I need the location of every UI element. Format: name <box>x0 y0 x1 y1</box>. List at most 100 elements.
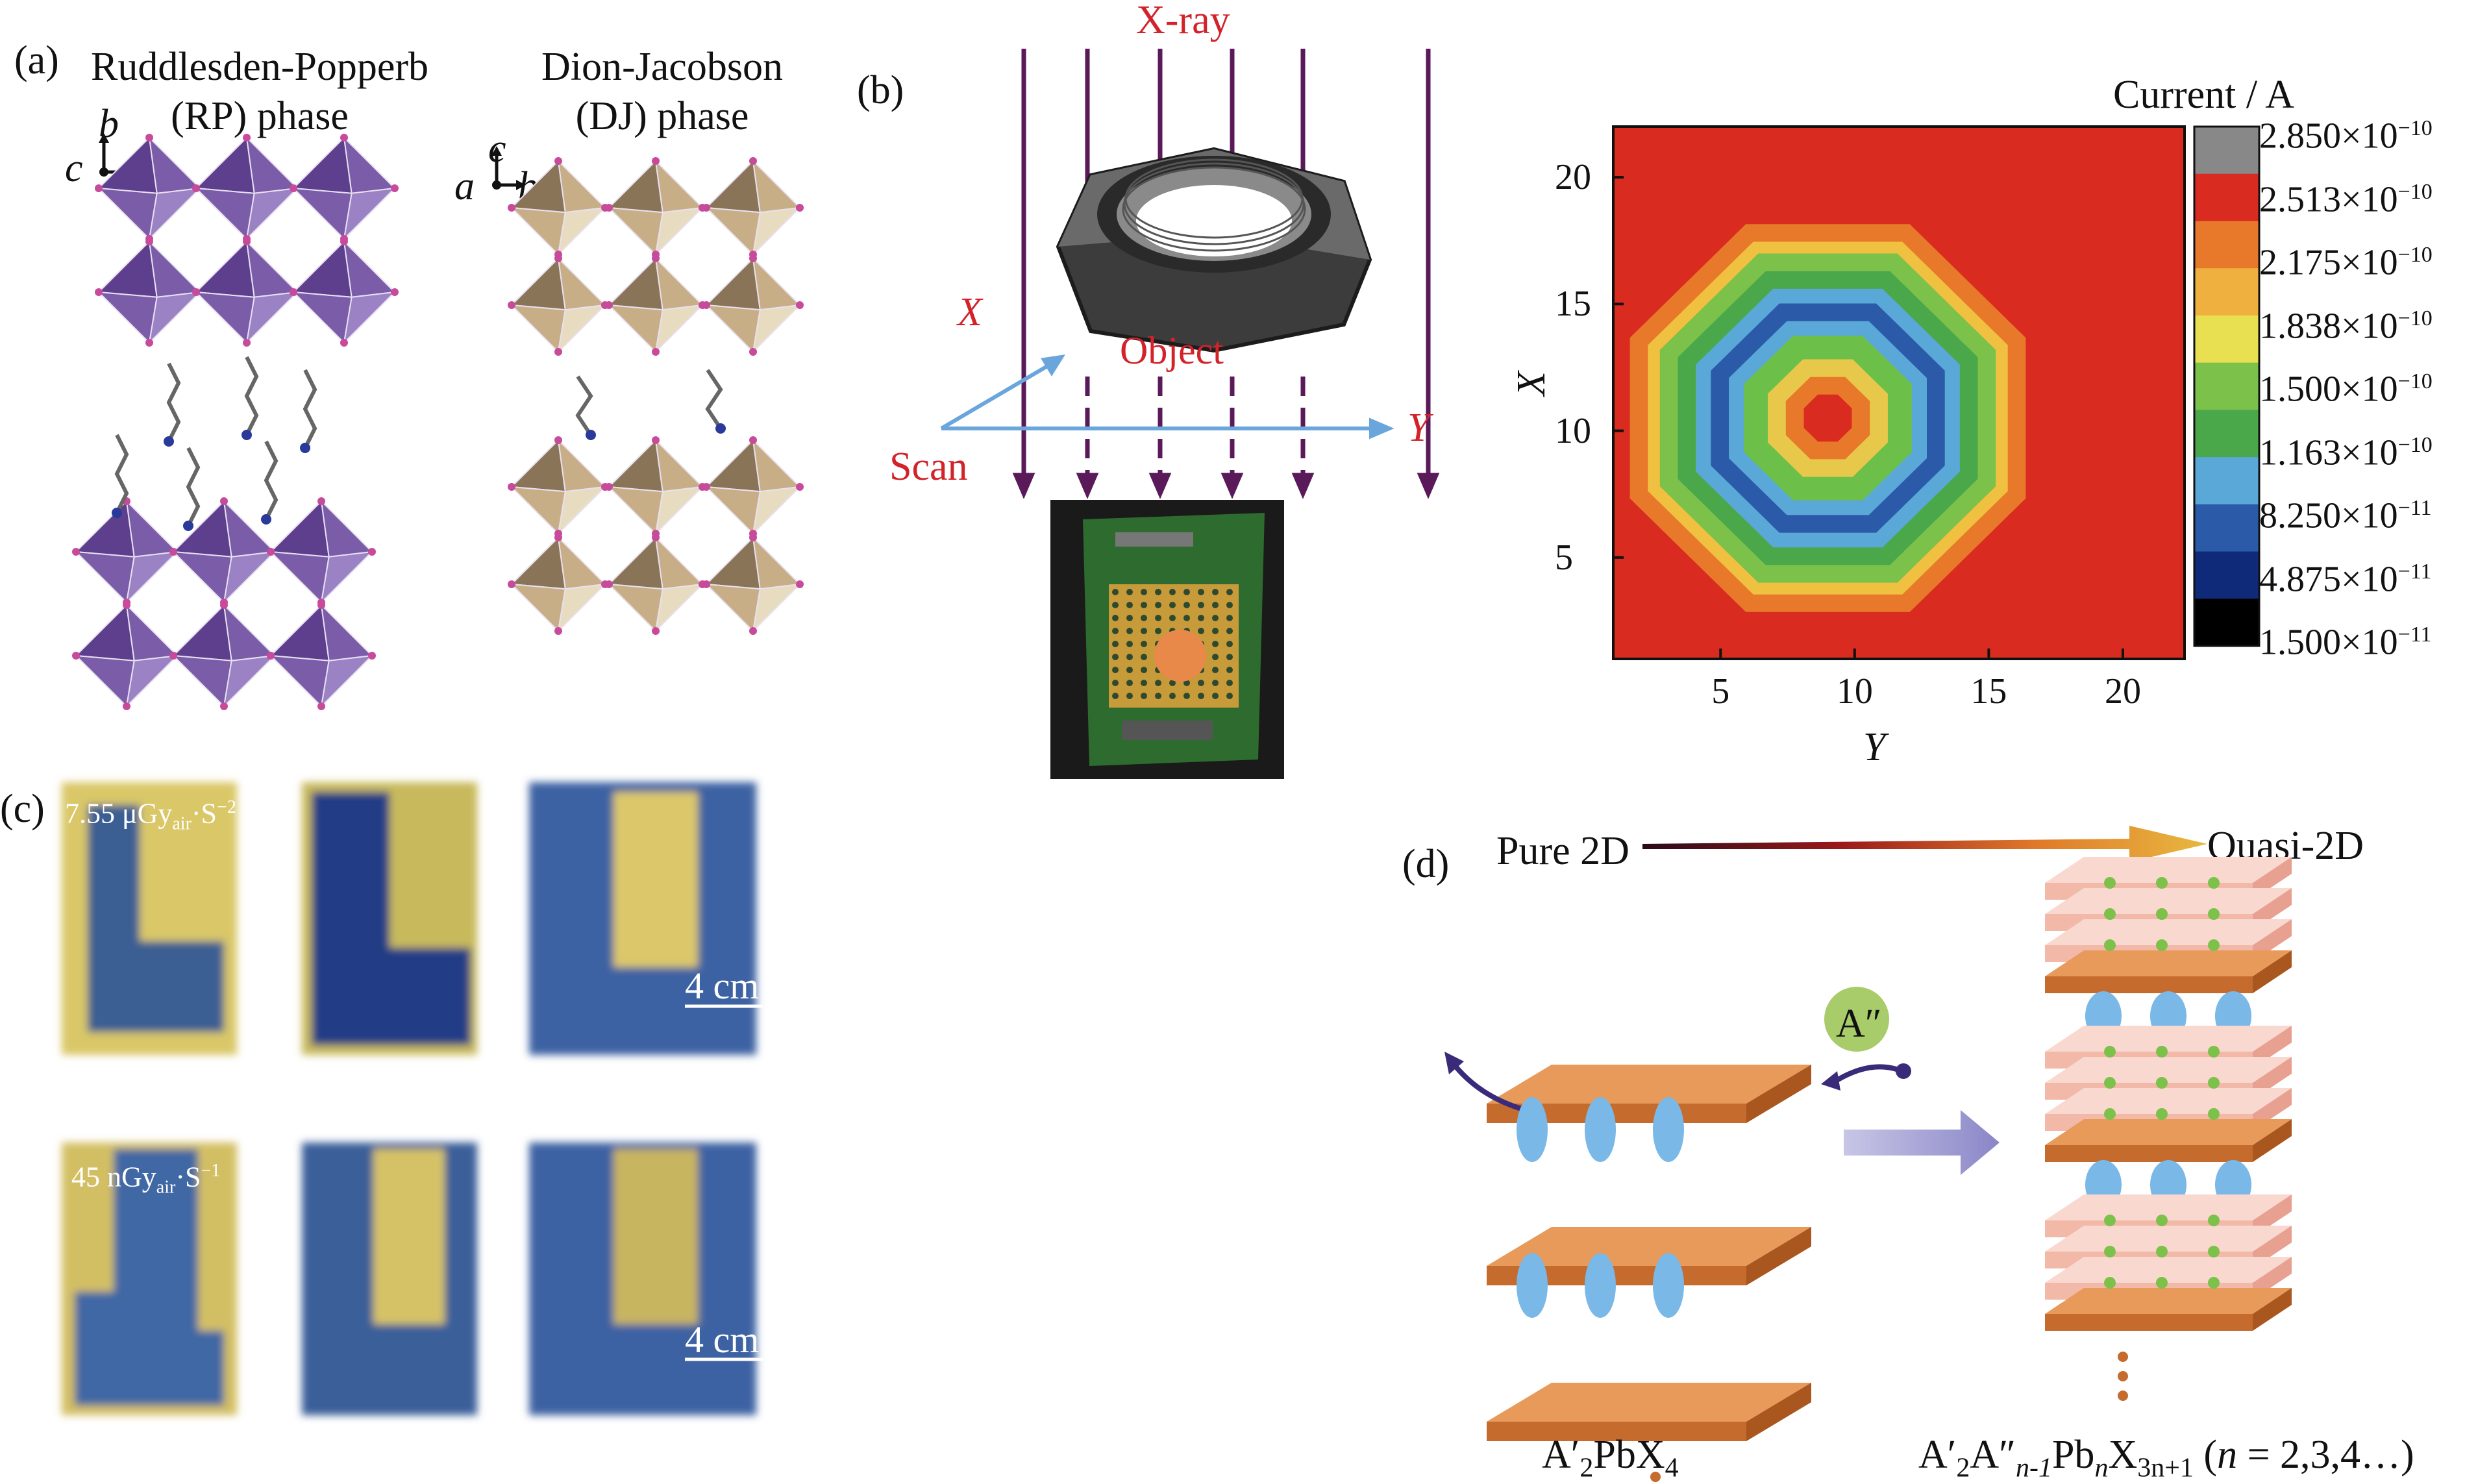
detector-board-photo <box>1050 500 1284 779</box>
colorbar-tick-label: 1.838×10−10 <box>2259 306 2433 347</box>
octahedron <box>702 157 804 258</box>
octahedron <box>508 436 609 538</box>
perovskite-dot <box>2104 1246 2116 1257</box>
y-axis-label: Y <box>1407 406 1430 450</box>
perovskite-dot <box>2208 1246 2220 1257</box>
scan-label: Scan <box>889 445 968 489</box>
dj-axis-arrows <box>491 146 526 190</box>
colorbar-segment <box>2194 268 2259 316</box>
perovskite-dot <box>2208 908 2220 920</box>
pure-2d-label: Pure 2D <box>1496 829 1629 873</box>
slab-side <box>2253 950 2292 993</box>
slab-top <box>2045 857 2292 883</box>
scale-bar-label-1: 4 cm <box>685 965 760 1007</box>
octahedron <box>267 497 376 606</box>
x-tick-label: 5 <box>1711 671 1730 711</box>
formula-left-a: A′ <box>1542 1433 1580 1477</box>
octahedron <box>605 436 706 538</box>
octahedron <box>192 238 301 347</box>
formula-right-x: X <box>2108 1433 2138 1477</box>
octahedron <box>605 534 706 635</box>
x-tick-label: 15 <box>1970 671 2007 711</box>
octahedron <box>267 601 376 710</box>
perovskite-dot <box>2208 1108 2220 1120</box>
perovskite-dot <box>2104 1077 2116 1089</box>
octahedron <box>169 601 279 710</box>
formula-left-sub4: 4 <box>1665 1453 1679 1483</box>
xray-label: X-ray <box>1136 0 1230 42</box>
spacer-ellipse <box>1585 1097 1616 1162</box>
y-tick-label: 15 <box>1555 284 1591 325</box>
perovskite-dot <box>2208 1046 2220 1057</box>
spacer-ellipse <box>1653 1253 1684 1318</box>
dose-label-1: 7.55 μGyair·S−2 <box>65 798 236 833</box>
slab-front <box>2045 1145 2253 1162</box>
spacer-ellipse <box>1517 1253 1548 1318</box>
octahedron <box>702 436 804 538</box>
dose-1-sup: −2 <box>217 797 236 817</box>
perovskite-dot <box>2208 1077 2220 1089</box>
scale-bar-label-2: 4 cm <box>685 1318 760 1361</box>
formula-left-pbx: PbX <box>1593 1433 1665 1477</box>
panel-c-label: (c) <box>0 787 45 831</box>
slab-top <box>2045 1088 2292 1114</box>
dose-1-main: 7.55 μGy <box>65 797 173 830</box>
y-tick-label: 5 <box>1555 537 1573 578</box>
perovskite-dot <box>2156 1077 2168 1089</box>
slab-top <box>2045 1257 2292 1283</box>
formula-quasi-2d: A′2A″n-1PbnX3n+1 (n = 2,3,4…) <box>1918 1435 2414 1481</box>
colorbar-segment <box>2194 221 2259 269</box>
octahedron <box>702 254 804 356</box>
colorbar-tick-label: 8.250×10−11 <box>2259 495 2432 536</box>
formula-right-sub-n1: n-1 <box>2015 1453 2052 1483</box>
octahedron <box>702 534 804 635</box>
colorbar-frame <box>2193 125 2261 647</box>
perovskite-dot <box>2208 1215 2220 1226</box>
dj-organic <box>575 369 726 440</box>
colorbar-tick-label: 2.175×10−10 <box>2259 242 2433 283</box>
dose-1-tail: ·S <box>191 797 217 830</box>
continuation-dot <box>2118 1391 2128 1401</box>
colorbar-segment <box>2194 127 2259 175</box>
x-tick-label: 10 <box>1836 671 1873 711</box>
octahedron <box>508 534 609 635</box>
colorbar-segment <box>2194 457 2259 505</box>
octahedron <box>95 134 204 243</box>
dose-2-sup: −1 <box>201 1161 221 1181</box>
slab-top <box>2045 1226 2292 1252</box>
panel-b-label: (b) <box>857 68 904 112</box>
dj-axis-c: c <box>488 127 506 171</box>
colorbar-segment <box>2194 362 2259 411</box>
formula-right-a2: A″ <box>1970 1433 2016 1477</box>
colorbar-title: Current / A <box>2113 73 2294 117</box>
slab-front <box>2045 976 2253 993</box>
heatmap-ylabel: X <box>1509 371 1554 396</box>
perovskite-dot <box>2104 1215 2116 1226</box>
heatmap-frame <box>1612 125 2186 660</box>
formula-right-a: A′ <box>1918 1433 1957 1477</box>
x-tick-label: 20 <box>2104 671 2141 711</box>
panel-a-label: (a) <box>14 38 59 82</box>
perovskite-dot <box>2208 939 2220 951</box>
dj-crystal-structure <box>508 157 804 635</box>
perovskite-dot <box>2156 1046 2168 1057</box>
perovskite-dot <box>2156 1215 2168 1226</box>
x-axis-label: X <box>958 290 982 334</box>
slab-top <box>2045 1057 2292 1083</box>
rp-axis-c: c <box>65 146 83 190</box>
continuation-dot <box>2118 1352 2128 1362</box>
formula-right-paren: ( <box>2193 1433 2218 1477</box>
colorbar-segment <box>2194 599 2259 647</box>
colorbar-segment <box>2194 410 2259 458</box>
colorbar-tick-label: 1.163×10−10 <box>2259 432 2433 473</box>
perovskite-dot <box>2208 1277 2220 1289</box>
colorbar-tick-label: 2.513×10−10 <box>2259 179 2433 220</box>
rp-title-line2: (RP) phase <box>171 94 349 138</box>
layered-perovskite-schematic <box>1444 826 2207 1482</box>
formula-right-sub-n: n <box>2094 1453 2109 1483</box>
formula-pure-2d: A′2PbX4 <box>1542 1435 1679 1481</box>
xray-scan-setup <box>940 49 1440 499</box>
formula-right-sub-3n1: 3n+1 <box>2137 1453 2194 1483</box>
colorbar-segment <box>2194 173 2259 222</box>
dose-2-sub: air <box>156 1177 176 1198</box>
